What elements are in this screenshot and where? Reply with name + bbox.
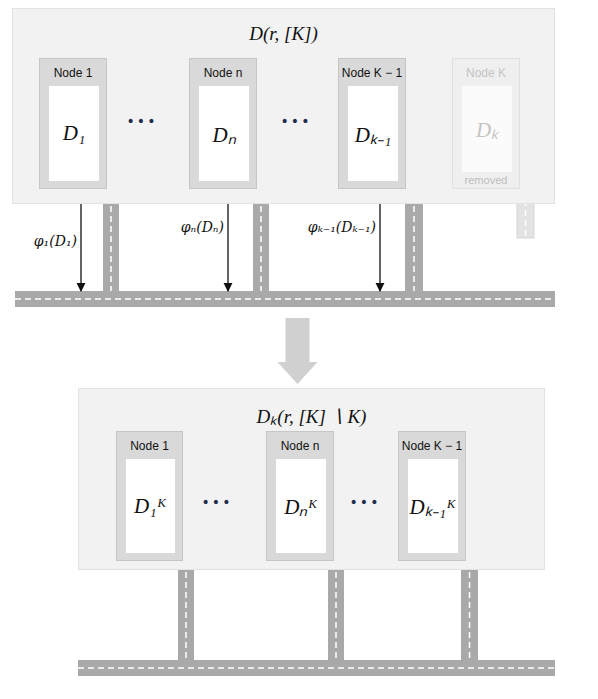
local-dataset: Dₙᴷ bbox=[276, 459, 326, 553]
local-dataset: Dₖ₋₁ᴷ bbox=[408, 459, 458, 553]
ellipsis: ••• bbox=[281, 113, 312, 129]
upload-label: φ₁(D₁) bbox=[34, 233, 77, 249]
road bbox=[78, 660, 555, 676]
road-marking bbox=[15, 298, 555, 300]
removed-node: Node K removed Dₖ bbox=[452, 58, 520, 189]
panel-title: Dₖ(r, [K] ∖ K) bbox=[79, 403, 544, 429]
dataset-label: Dₖ₋₁ bbox=[355, 120, 391, 148]
network-panel: Dₖ(r, [K] ∖ K) Node 1 D₁ᴷ Node n Dₙᴷ Node K −… bbox=[78, 388, 545, 570]
upload-label: φₙ(Dₙ) bbox=[181, 219, 224, 235]
dataset-label: D₁ᴷ bbox=[134, 494, 167, 519]
client-node: Node 1 D₁ bbox=[39, 58, 107, 189]
removed-dataset: Dₖ bbox=[462, 86, 512, 172]
dataset-label: D₁ bbox=[63, 121, 85, 146]
road-marking bbox=[78, 667, 555, 669]
client-node: Node n Dₙ bbox=[189, 58, 257, 189]
node-label: Node K − 1 bbox=[399, 439, 465, 453]
status-label: removed bbox=[453, 174, 519, 186]
ellipsis: ••• bbox=[350, 494, 381, 510]
local-dataset: Dₙ bbox=[199, 86, 249, 181]
client-node: Node K − 1 Dₖ₋₁ bbox=[338, 58, 406, 189]
ellipsis: ••• bbox=[127, 113, 158, 129]
panel-title: D(r, [K]) bbox=[13, 23, 554, 45]
client-node: Node 1 D₁ᴷ bbox=[116, 431, 183, 561]
node-label: Node 1 bbox=[40, 66, 106, 80]
transition-arrow bbox=[278, 318, 318, 384]
client-node: Node K − 1 Dₖ₋₁ᴷ bbox=[398, 431, 466, 561]
dataset-label: Dₙᴷ bbox=[284, 492, 318, 520]
node-label: Node n bbox=[267, 439, 333, 453]
client-node: Node n Dₙᴷ bbox=[266, 431, 334, 561]
ellipsis: ••• bbox=[202, 494, 233, 510]
node-label: Node K − 1 bbox=[339, 66, 405, 80]
local-dataset: D₁ bbox=[49, 86, 99, 181]
upload-label: φₖ₋₁(Dₖ₋₁) bbox=[308, 219, 376, 235]
network-panel: D(r, [K])Node 1D₁Node nDₙNode K − 1Dₖ₋₁N… bbox=[12, 8, 555, 204]
road bbox=[15, 291, 555, 307]
dataset-label: Dₖ bbox=[476, 115, 498, 143]
dataset-label: Dₙ bbox=[212, 120, 235, 148]
node-label: Node 1 bbox=[117, 439, 182, 453]
node-label: Node n bbox=[190, 66, 256, 80]
node-label: Node K bbox=[453, 66, 519, 80]
local-dataset: D₁ᴷ bbox=[126, 459, 175, 553]
local-dataset: Dₖ₋₁ bbox=[348, 86, 398, 181]
dataset-label: Dₖ₋₁ᴷ bbox=[410, 492, 457, 520]
